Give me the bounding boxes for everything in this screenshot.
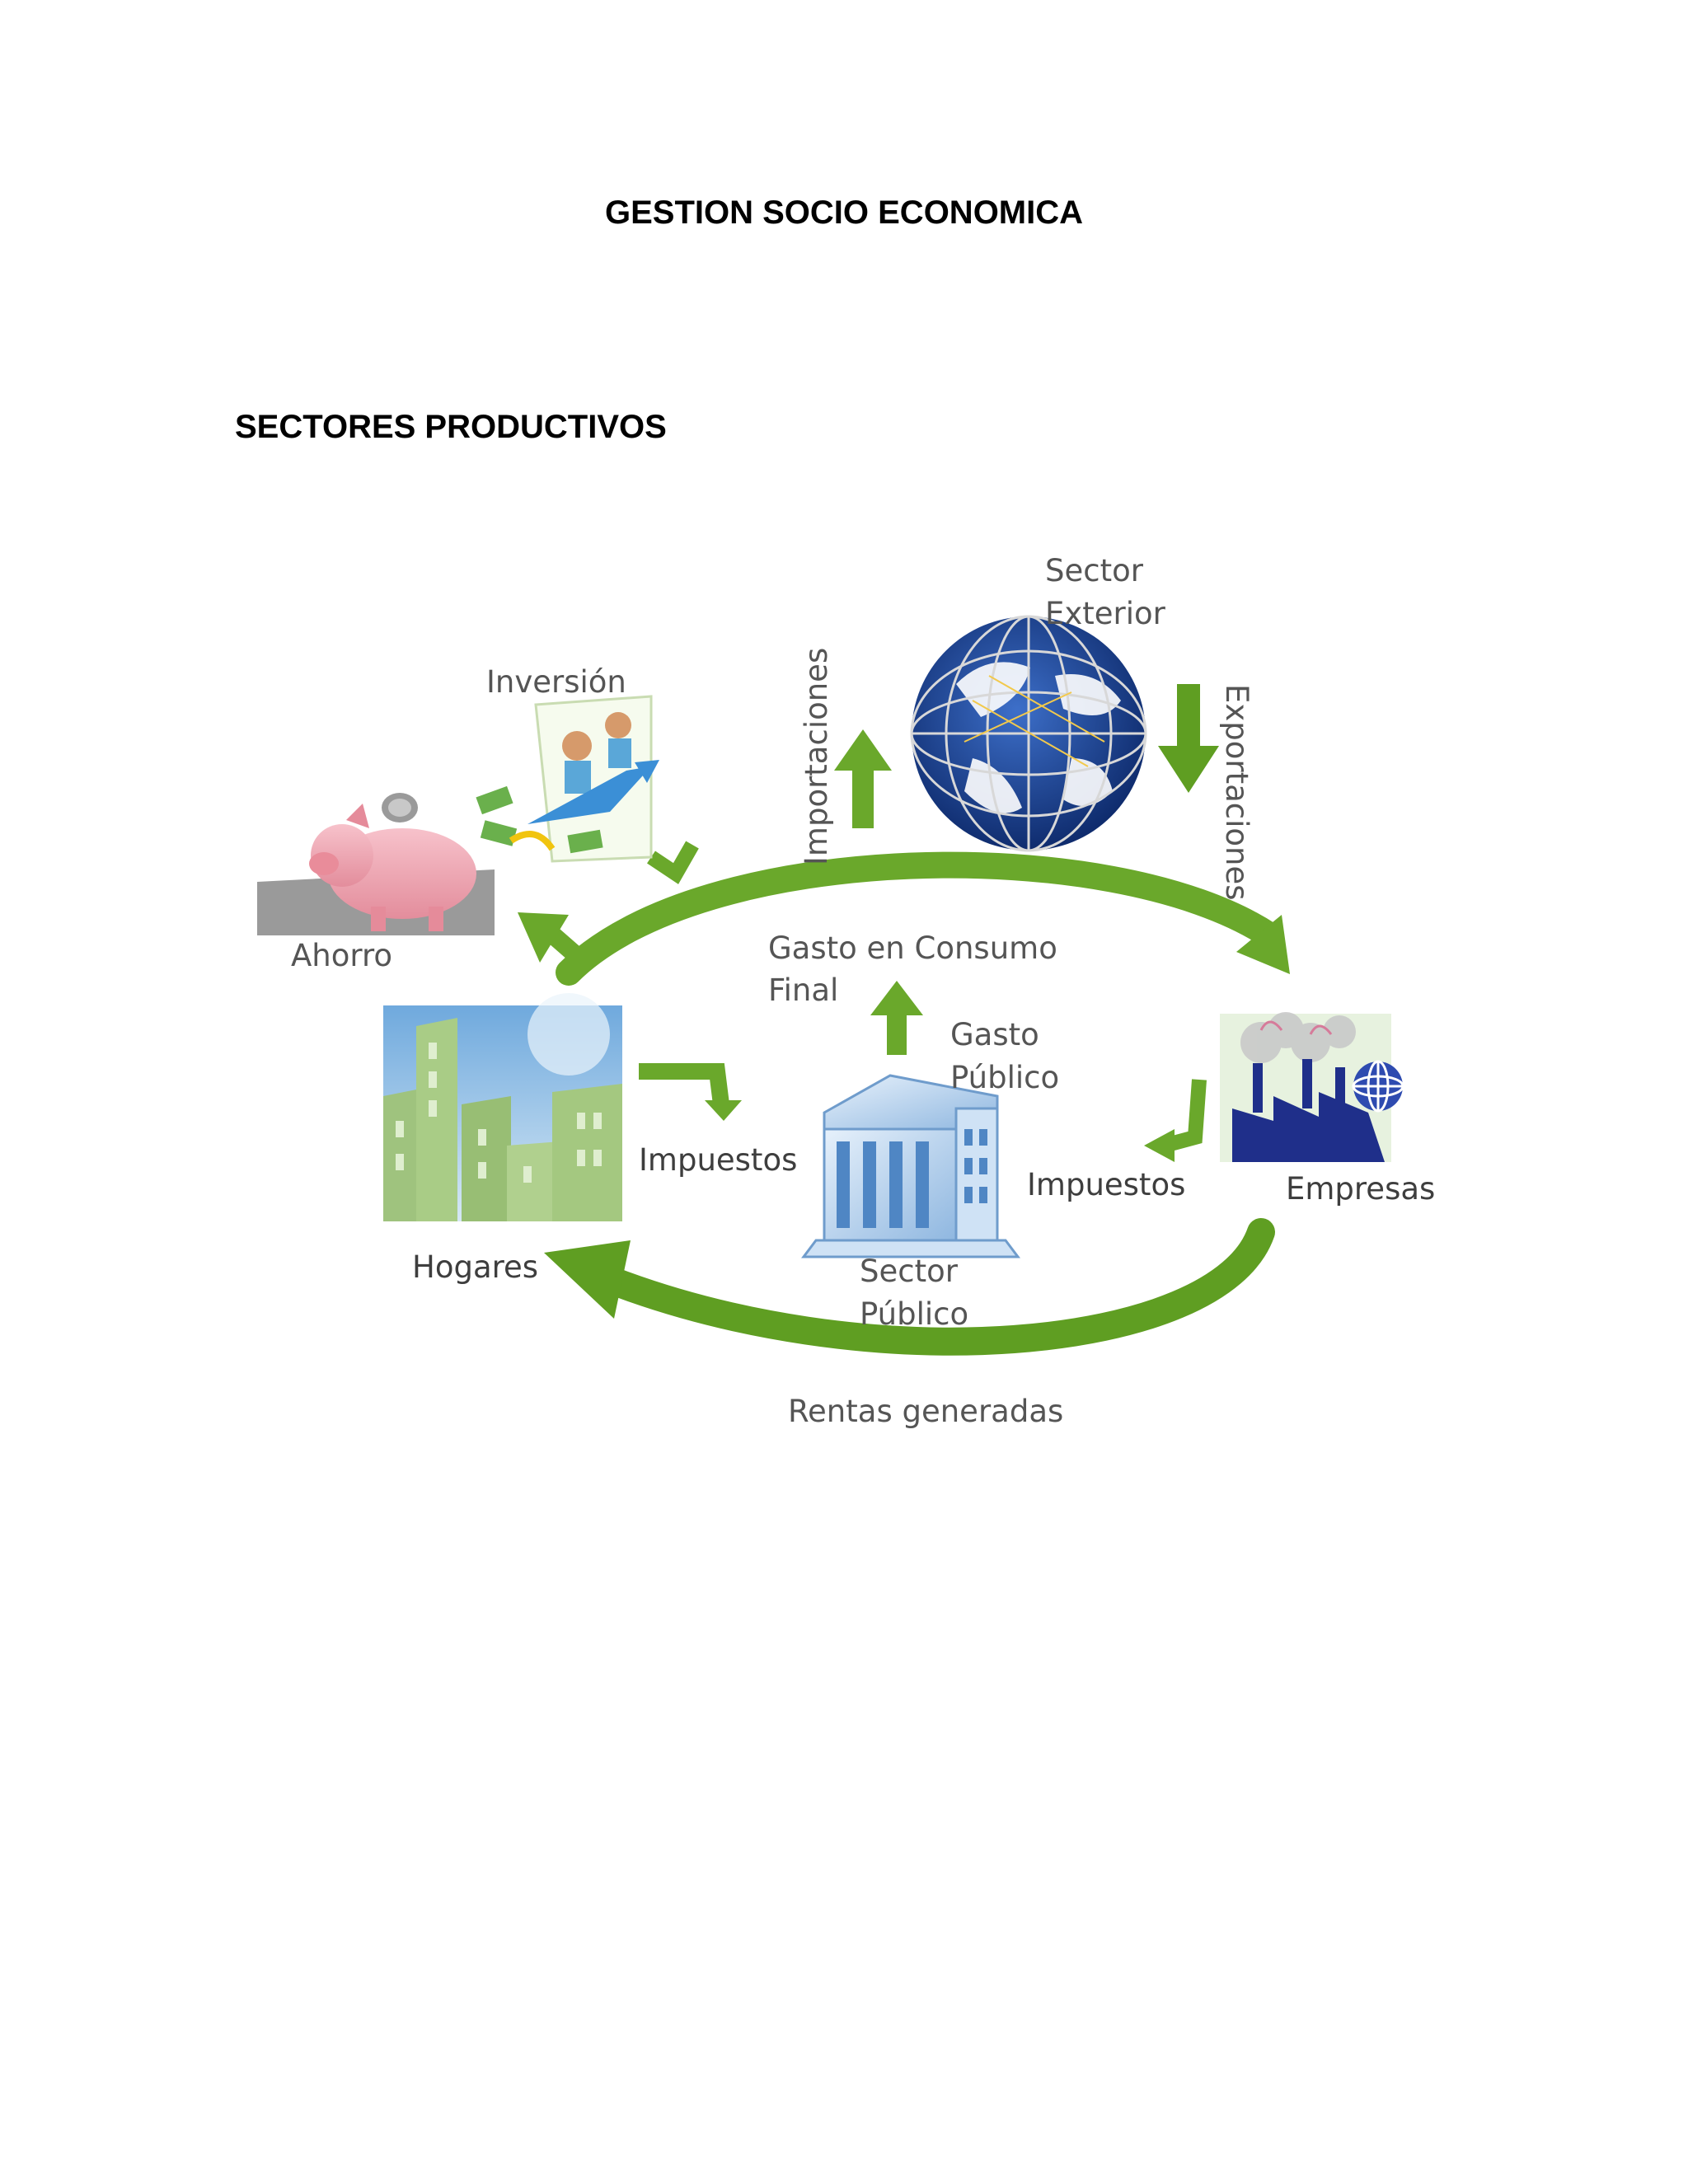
gasto-consumo-arrow-head <box>870 981 923 1015</box>
piggy-bank-icon <box>257 793 495 935</box>
label-impuestos-hogares: Impuestos <box>639 1142 797 1178</box>
exportaciones-arrow-shaft <box>1177 684 1200 752</box>
inversion-arrow <box>647 841 699 884</box>
flow-arrow-bottom-head <box>544 1240 631 1319</box>
label-exportaciones: Exportaciones <box>1219 684 1254 901</box>
factory-icon <box>1220 1012 1391 1162</box>
label-hogares: Hogares <box>412 1249 538 1285</box>
exportaciones-arrow-head <box>1158 746 1219 793</box>
globe-icon <box>910 615 1147 852</box>
impuestos-hogares-arrow-head <box>705 1100 742 1121</box>
importaciones-arrow-head <box>834 729 892 771</box>
flow-arrow-top <box>556 851 1282 986</box>
gasto-consumo-arrow-shaft <box>887 1014 907 1055</box>
ahorro-arrow-head <box>518 912 569 963</box>
label-empresas: Empresas <box>1286 1171 1435 1207</box>
label-inversion: Inversión <box>486 664 626 700</box>
importaciones-arrow-shaft <box>852 766 874 828</box>
city-buildings-icon <box>383 993 622 1221</box>
label-sector-publico-1: Sector <box>860 1254 959 1289</box>
label-ahorro: Ahorro <box>291 938 392 973</box>
government-building-icon <box>801 1074 1020 1258</box>
label-impuestos-empresas: Impuestos <box>1027 1167 1185 1202</box>
page-title: GESTION SOCIO ECONOMICA <box>604 194 1084 231</box>
impuestos-empresas-arrow-head <box>1144 1129 1175 1162</box>
small-globe-icon <box>1352 1060 1404 1113</box>
section-heading: SECTORES PRODUCTIVOS <box>235 409 667 445</box>
flow-arrow-bottom <box>579 1218 1275 1356</box>
label-gasto-publico-1: Gasto <box>950 1017 1039 1052</box>
label-gasto-publico-2: Público <box>950 1060 1059 1095</box>
label-sector-exterior-2: Exterior <box>1045 596 1166 631</box>
label-sector-exterior-1: Sector <box>1045 553 1144 588</box>
impuestos-empresas-arrow <box>1168 1079 1207 1151</box>
investment-icon <box>476 695 659 863</box>
label-sector-publico-2: Público <box>860 1296 968 1332</box>
impuestos-hogares-arrow <box>639 1063 729 1106</box>
label-rentas-generadas: Rentas generadas <box>788 1394 1063 1429</box>
label-gasto-consumo-2: Final <box>768 972 838 1008</box>
label-gasto-consumo-1: Gasto en Consumo <box>768 930 1057 966</box>
label-importaciones: Importaciones <box>799 648 834 865</box>
flow-arrow-top-head <box>1236 915 1290 974</box>
